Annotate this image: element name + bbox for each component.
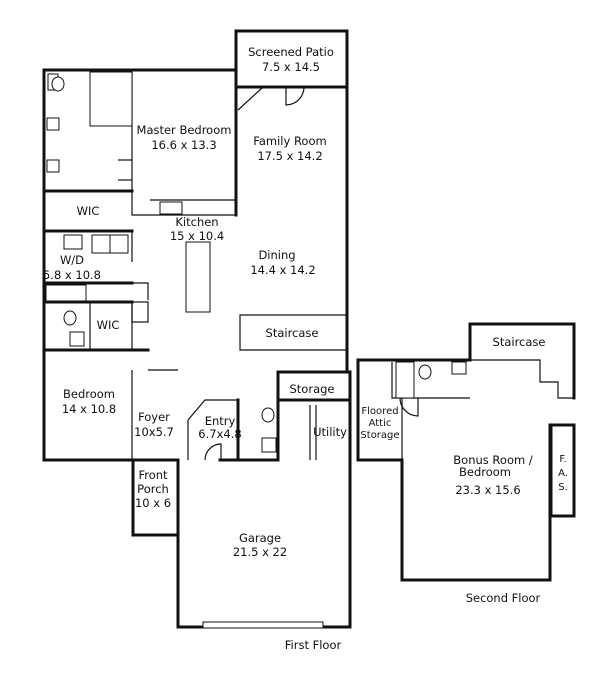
foyer-name: Foyer [138, 410, 170, 424]
second-floor-fixtures [395, 361, 467, 399]
family-room-name: Family Room [253, 134, 326, 148]
front-porch-size: 10 x 6 [135, 496, 171, 510]
storage-name: Storage [290, 382, 335, 396]
utility-name: Utility [313, 425, 347, 439]
kitchen-size: 15 x 10.4 [170, 229, 224, 243]
bonus-room-size: 23.3 x 15.6 [455, 483, 520, 497]
attic-line-2: Attic [369, 418, 392, 429]
master-bedroom-size: 16.6 x 13.3 [151, 138, 216, 152]
family-room-size: 17.5 x 14.2 [257, 149, 322, 163]
bonus-room-line-1: Bonus Room / [453, 453, 533, 467]
wd-size: 5.8 x 10.8 [43, 268, 101, 282]
first-floor-fixtures [45, 71, 277, 453]
first-floor-walls [42, 29, 352, 629]
wic-2-name: WIC [97, 318, 120, 332]
screened-patio-size: 7.5 x 14.5 [262, 60, 320, 74]
front-porch-name-1: Front [138, 468, 168, 482]
garage-size: 21.5 x 22 [233, 545, 287, 559]
master-bedroom-name: Master Bedroom [137, 123, 232, 137]
fas-line-2: A. [558, 468, 568, 479]
staircase-name: Staircase [266, 326, 319, 340]
first-floor-caption: First Floor [285, 638, 342, 652]
dining-size: 14.4 x 14.2 [250, 263, 315, 277]
second-floor-caption: Second Floor [466, 591, 541, 605]
bedroom-size: 14 x 10.8 [62, 402, 116, 416]
garage-name: Garage [239, 531, 281, 545]
wic-1-name: WIC [77, 204, 100, 218]
bedroom-name: Bedroom [63, 387, 115, 401]
bonus-room-line-2: Bedroom [459, 465, 511, 479]
second-floor-walls [356, 322, 576, 582]
foyer-size: 10x5.7 [134, 425, 174, 439]
fas-line-1: F. [559, 454, 566, 465]
wd-name: W/D [60, 253, 84, 267]
entry-name: Entry [205, 414, 236, 428]
front-porch-name-2: Porch [137, 482, 169, 496]
dining-name: Dining [258, 248, 295, 262]
entry-size: 6.7x4.8 [198, 427, 241, 441]
fas-line-3: S. [558, 482, 568, 493]
kitchen-name: Kitchen [175, 215, 218, 229]
second-staircase-name: Staircase [493, 335, 546, 349]
attic-line-3: Storage [360, 430, 399, 441]
screened-patio-name: Screened Patio [248, 45, 334, 59]
attic-line-1: Floored [361, 406, 398, 417]
